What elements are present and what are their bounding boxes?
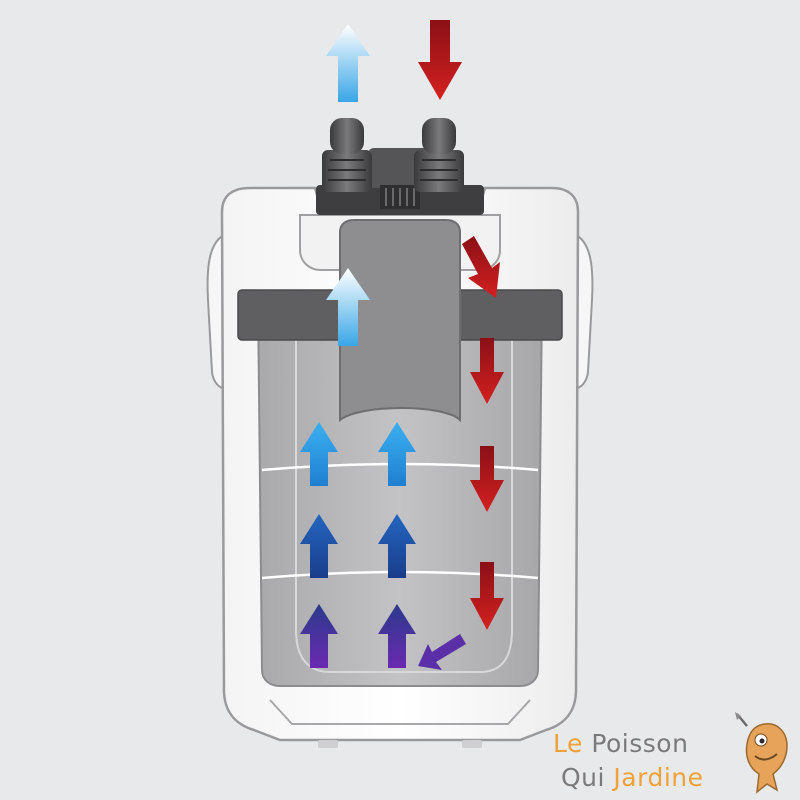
arrow-down-icon bbox=[462, 236, 500, 298]
arrow-up-icon bbox=[378, 514, 416, 578]
arrow-up-icon bbox=[326, 24, 370, 102]
arrow-diagonal-icon bbox=[418, 634, 466, 670]
arrow-down-icon bbox=[470, 446, 504, 512]
arrow-down-icon bbox=[470, 338, 504, 404]
arrow-up-icon bbox=[378, 422, 416, 486]
arrow-up-icon bbox=[300, 422, 338, 486]
brand-word-jardine: Jardine bbox=[613, 763, 704, 792]
inflow-valve bbox=[414, 118, 464, 192]
fish-mascot-icon bbox=[735, 712, 788, 794]
arrow-down-icon bbox=[470, 562, 504, 630]
outflow-valve bbox=[322, 118, 372, 192]
arrow-up-icon bbox=[378, 604, 416, 668]
arrow-up-icon bbox=[300, 604, 338, 668]
filter-canister bbox=[256, 299, 544, 687]
brand-word-qui: Qui bbox=[561, 763, 614, 792]
central-tube bbox=[339, 219, 461, 423]
brand-word-le: Le bbox=[553, 729, 592, 758]
arrow-up-icon bbox=[300, 514, 338, 578]
arrow-up-icon bbox=[326, 268, 370, 346]
filter-base bbox=[269, 699, 531, 725]
brand-logo-text: Le Poisson Qui Jardine bbox=[553, 727, 743, 795]
arrow-down-icon bbox=[418, 20, 462, 100]
brand-word-poisson: Poisson bbox=[591, 729, 689, 758]
